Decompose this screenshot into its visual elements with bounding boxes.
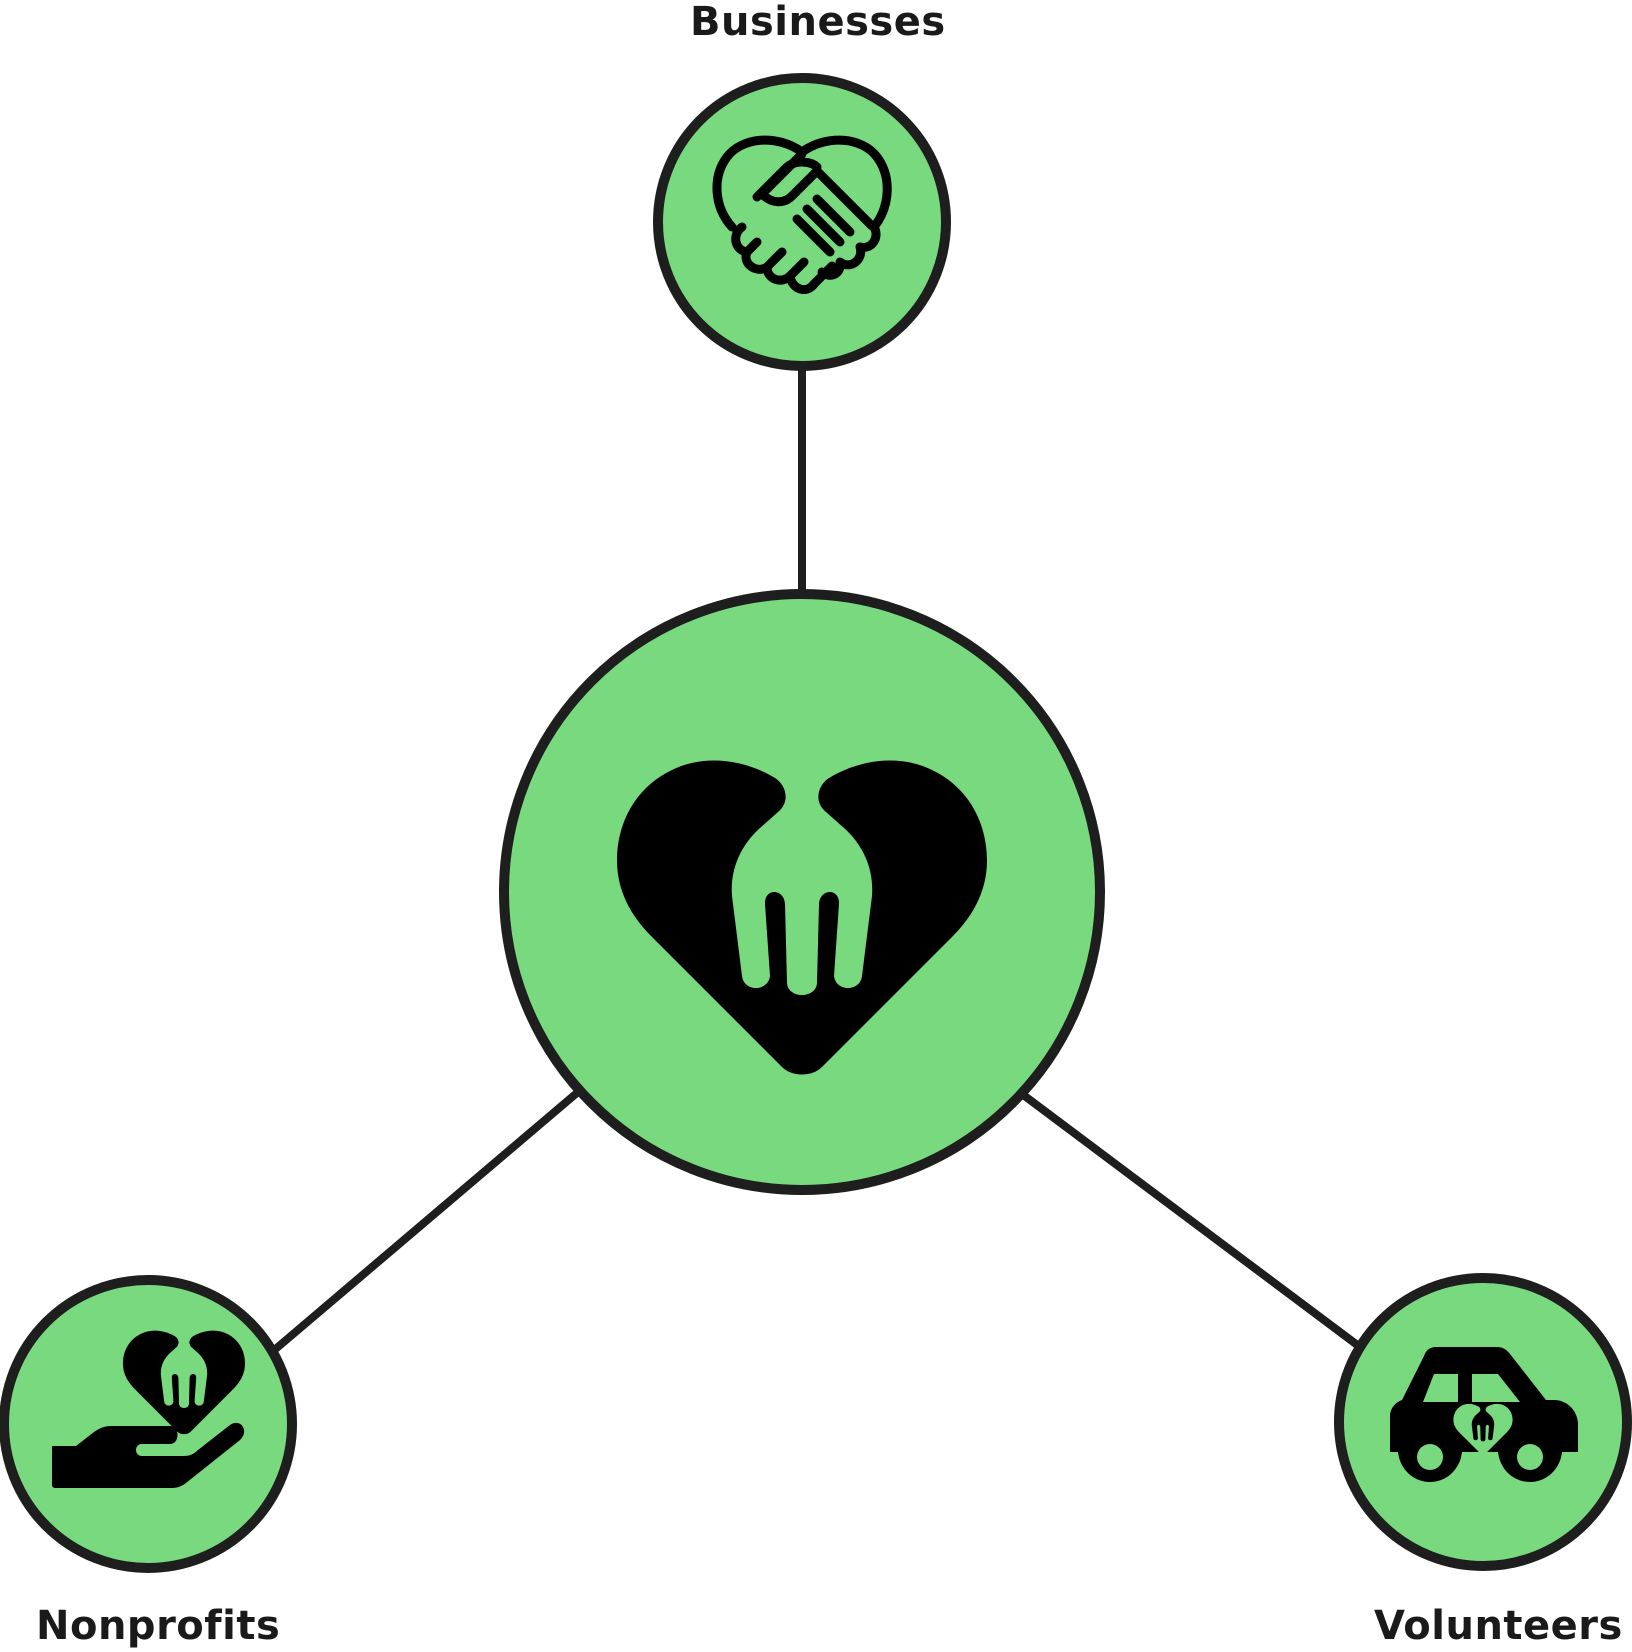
hand-heart-fork-icon bbox=[52, 1330, 246, 1488]
businesses-node bbox=[653, 73, 951, 371]
volunteers-label: Volunteers bbox=[1374, 1603, 1623, 1649]
heart-fork-icon bbox=[617, 760, 987, 1075]
connector-nonprofits bbox=[269, 1088, 581, 1356]
connector-volunteers bbox=[1019, 1090, 1363, 1351]
heart-handshake-icon bbox=[712, 135, 892, 295]
center-node bbox=[499, 589, 1105, 1195]
volunteers-node bbox=[1334, 1273, 1632, 1571]
car-heart-fork-icon bbox=[1390, 1347, 1578, 1482]
nonprofits-node bbox=[0, 1275, 297, 1573]
connector-lines bbox=[269, 365, 1363, 1356]
businesses-label: Businesses bbox=[690, 0, 946, 45]
nonprofits-label: Nonprofits bbox=[36, 1603, 281, 1649]
